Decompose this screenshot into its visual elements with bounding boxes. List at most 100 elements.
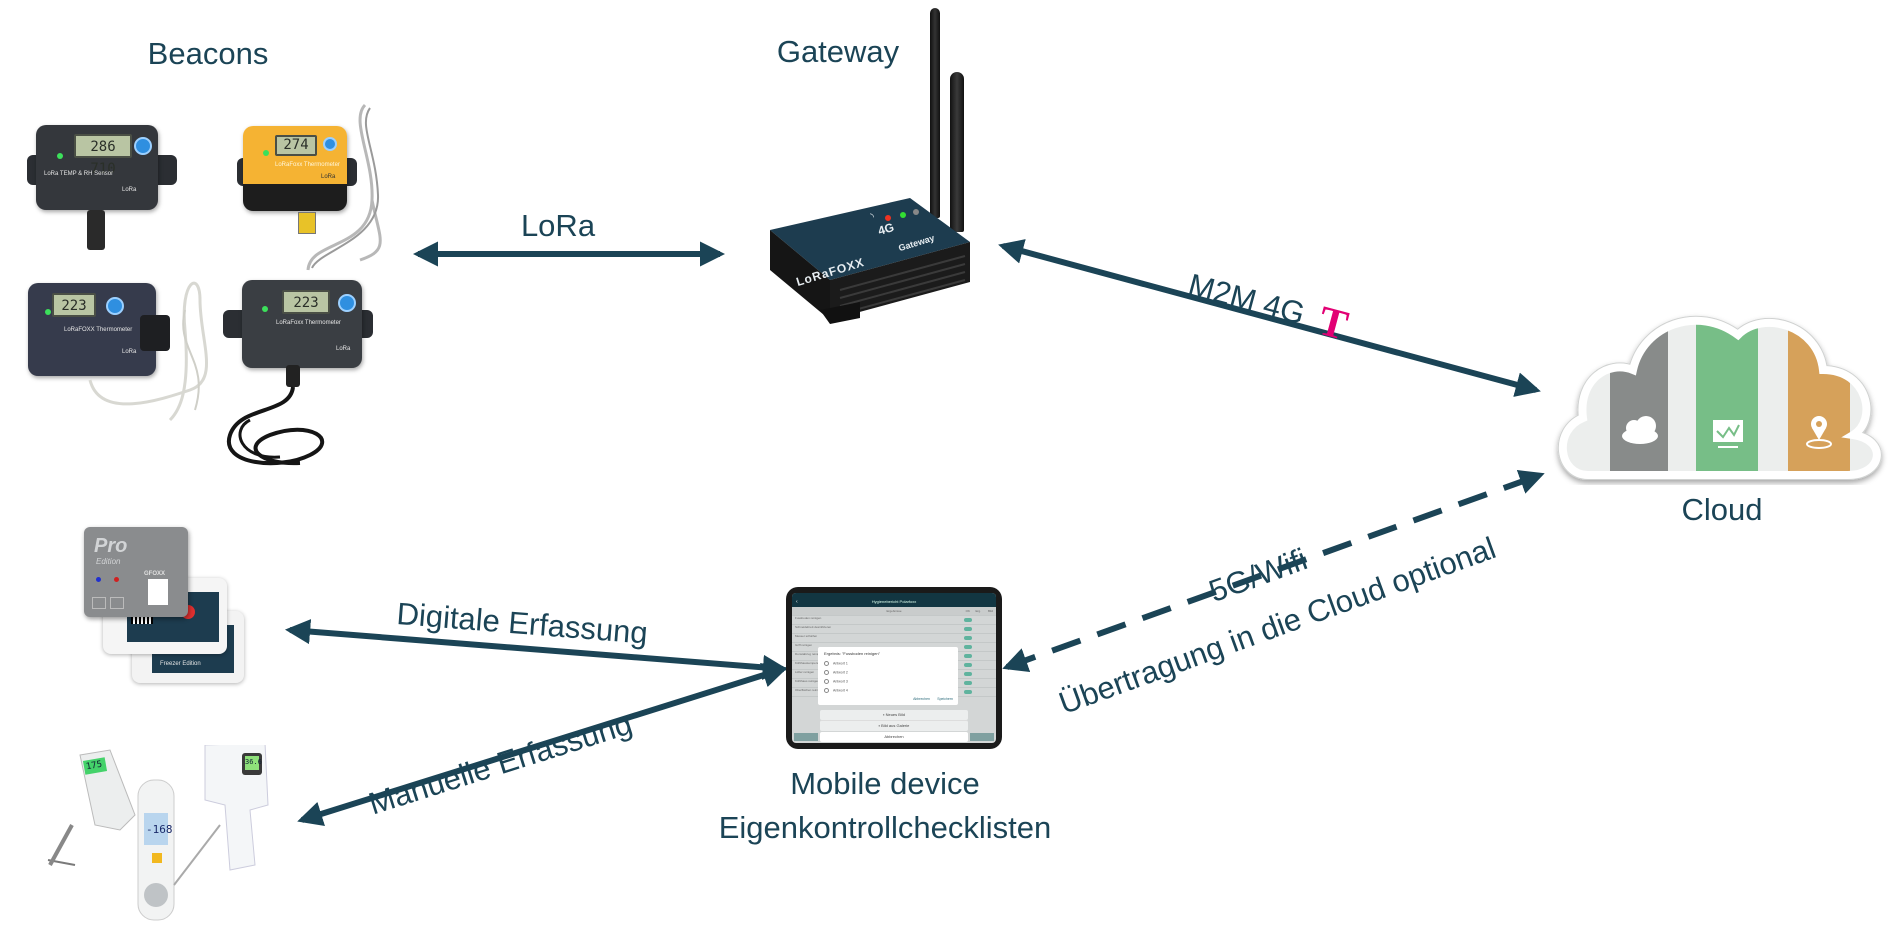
cloud-band-green (1696, 320, 1758, 475)
ok-toggle[interactable] (964, 663, 972, 667)
column-header: Ergebnisse (886, 609, 902, 613)
beacon-model-label: LoRaFOXX Thermometer (64, 327, 133, 333)
ok-toggle[interactable] (964, 690, 972, 694)
ok-toggle[interactable] (964, 654, 972, 658)
ok-toggle[interactable] (964, 627, 972, 631)
lora-mark: LoRa (336, 346, 351, 352)
status-led (262, 306, 268, 312)
col-bild: Bild (987, 609, 993, 613)
gateway-body (770, 198, 970, 324)
pro-label: Pro (94, 535, 128, 557)
gallery-button[interactable]: ▪ Bild aus Galerie (820, 720, 968, 731)
humidity-probe (87, 210, 105, 250)
answer-option[interactable]: Antwort 2 (824, 670, 848, 675)
mounting-ear (140, 315, 170, 351)
answer-option[interactable]: Antwort 1 (824, 661, 848, 666)
edition-label: Edition (96, 557, 121, 566)
freezer-label: Freezer Edition (160, 661, 201, 667)
probe-cable (226, 365, 325, 466)
thermometers-illustration (47, 745, 269, 921)
col-erg: Erg. (975, 609, 981, 613)
beacons-title: Beacons (147, 36, 269, 71)
tablet-screen: ‹ Hygienebericht Polarfoxx Ergebnisse OK… (792, 593, 996, 743)
beacon-model-label: LoRa TEMP & RH Sensor (44, 171, 114, 177)
row-label: Messer schärfen (795, 634, 818, 638)
manual-arrow (297, 663, 788, 826)
footer-button-left (794, 733, 818, 741)
mobile-tablet: ‹ Hygienebericht Polarfoxx Ergebnisse OK… (786, 587, 1002, 749)
lora-mark: LoRa (122, 187, 137, 193)
thermometer-display-2: -168 (146, 823, 173, 836)
beacon-temp-rh-sensor: 286 710 LoRa TEMP & RH Sensor LoRa (36, 125, 158, 210)
beacon-display: 223 (282, 290, 330, 314)
col-ok: OK (965, 609, 970, 613)
beacon-thermometer-box: 223 LoRaFOXX Thermometer LoRa (28, 283, 156, 376)
status-led (57, 153, 63, 159)
mobile-title-line2: Eigenkontrollchecklisten (718, 810, 1052, 845)
ok-toggle[interactable] (964, 672, 972, 676)
app-header: ‹ Hygienebericht Polarfoxx (792, 593, 996, 607)
ok-toggle[interactable] (964, 636, 972, 640)
antenna (950, 72, 964, 232)
location-pin-icon (1806, 416, 1832, 449)
thermometer-display-3: 36.6 (245, 758, 262, 766)
back-chevron-icon[interactable]: ‹ (796, 599, 798, 605)
digital-arrow (284, 619, 789, 680)
gallery-icon: ▪ (878, 723, 882, 728)
gateway-title: Gateway (776, 34, 900, 69)
mobile-title-line1: Mobile device (790, 766, 980, 801)
cloud-icon (1622, 416, 1658, 444)
row-label: Oberflächen reinigen (795, 688, 823, 692)
checklist-row[interactable]: Fussboden reinigen (792, 616, 996, 625)
beacon-thermometer-cable: 223 LoRaFoxx Thermometer LoRa (242, 280, 362, 368)
beacon-model-label: LoRaFoxx Thermometer (275, 162, 340, 168)
table-header: Ergebnisse OK Erg. Bild (792, 607, 996, 616)
beacon-model-label: LoRaFoxx Thermometer (276, 320, 341, 326)
antenna (930, 8, 940, 218)
app-title: Hygienebericht Polarfoxx (871, 599, 917, 604)
lora-label: LoRa (520, 208, 596, 243)
row-label: Schneidebrett desinfizieren (795, 625, 832, 629)
cloud-graphic (1557, 315, 1882, 480)
camera-icon: ▪ (883, 712, 886, 717)
power-icon (338, 294, 356, 312)
ok-toggle[interactable] (964, 681, 972, 685)
qr-label (148, 579, 168, 605)
result-modal: Ergebnis: "Fussboden reinigen" Antwort 1… (818, 647, 958, 705)
row-label: Griff reinigen (795, 643, 813, 647)
probe-cable (306, 103, 382, 271)
checklist-row[interactable]: Schneidebrett desinfizieren (792, 625, 996, 634)
beacon-display: 223 (52, 293, 96, 317)
probe-cable (88, 281, 208, 422)
beacon-yellow-thermometer: 274 LoRaFoxx Thermometer LoRa (243, 126, 347, 211)
modal-cancel-button[interactable]: Abbrechen (913, 697, 930, 701)
ok-toggle[interactable] (964, 618, 972, 622)
power-icon (323, 137, 337, 151)
sheet-cancel-button[interactable]: Abbrechen (820, 732, 968, 742)
modal-title: Ergebnis: "Fussboden reinigen" (824, 651, 880, 656)
row-label: Kühlhaustemperatur prüfen (795, 661, 832, 665)
chart-monitor-icon (1713, 420, 1743, 448)
beacon-display: 286 710 (74, 134, 132, 177)
gallery-label: Bild aus Galerie (881, 723, 910, 728)
beacon-display: 274 (275, 135, 317, 156)
row-label: Lüfter reinigen (795, 670, 815, 674)
answer-option[interactable]: Antwort 4 (824, 688, 848, 693)
new-photo-button[interactable]: ▪ Neues Bild (820, 710, 968, 720)
modal-save-button[interactable]: Speichern (937, 697, 953, 701)
gfoxx-brand: GFOXX (144, 571, 166, 577)
lora-mark: LoRa (321, 174, 336, 180)
answer-option[interactable]: Antwort 3 (824, 679, 848, 684)
checklist-row[interactable]: Messer schärfen (792, 634, 996, 643)
row-label: Fussboden reinigen (795, 616, 822, 620)
status-led (263, 150, 269, 156)
wifi-signal-icon: ◝ (870, 212, 874, 223)
ok-toggle[interactable] (964, 645, 972, 649)
row-label: Dunstabzug reinigen (795, 652, 823, 656)
power-icon (106, 297, 124, 315)
thermocouple-connector (298, 212, 316, 234)
row-label: Kühlhaus reinigen (795, 679, 820, 683)
pro-edition-logger: Pro Edition GFOXX (84, 527, 188, 617)
footer-button-right (970, 733, 994, 741)
